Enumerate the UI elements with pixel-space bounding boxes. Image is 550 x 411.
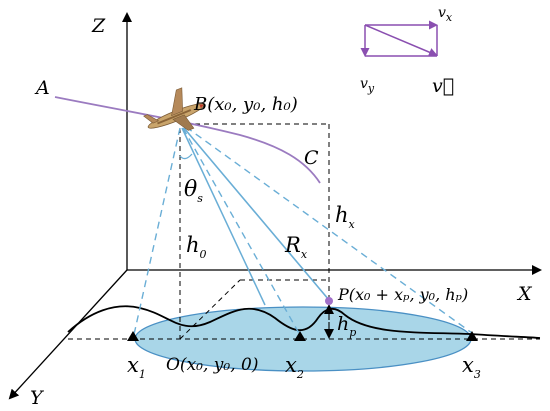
rx-label: Rx	[284, 233, 308, 261]
z-axis-label: Z	[91, 15, 106, 37]
velocity-diagram	[360, 20, 438, 57]
theta-label: θs	[184, 177, 203, 205]
vy-label: vy	[360, 76, 375, 95]
marker-x3	[466, 331, 478, 341]
aircraft-coordinate-label: B(x₀, y₀, h₀)	[193, 94, 298, 115]
target-point-label: P(x₀ + xₚ, y₀, hₚ)	[337, 285, 468, 304]
h0-label: h0	[186, 233, 207, 261]
y-axis-label: Y	[30, 387, 45, 409]
airplane-icon	[143, 87, 205, 131]
curve-c-label: C	[304, 147, 319, 169]
ray-solid-ground	[181, 127, 266, 306]
ray-to-x3	[185, 126, 473, 334]
ray-rx-to-p	[183, 127, 330, 301]
hx-label: hx	[335, 203, 356, 231]
target-point-marker	[325, 297, 333, 305]
x3-label: x3	[462, 353, 481, 381]
origin-point-label: O(x₀, y₀, 0)	[166, 355, 258, 375]
x1-label: x1	[127, 353, 146, 381]
x2-label: x2	[285, 353, 304, 381]
x-axis-label: X	[516, 283, 533, 305]
hp-label: hp	[337, 313, 356, 339]
theta-arc	[179, 153, 193, 160]
ray-to-x2	[182, 127, 301, 336]
marker-x1	[127, 331, 139, 341]
vx-label: vx	[438, 5, 453, 24]
curve-a-label: A	[34, 77, 50, 99]
marker-x2	[294, 331, 306, 341]
velocity-vector-label: v⃗	[432, 75, 454, 97]
flight-trajectory	[54, 96, 321, 184]
ray-to-x1	[132, 127, 181, 340]
y-axis	[8, 269, 128, 400]
